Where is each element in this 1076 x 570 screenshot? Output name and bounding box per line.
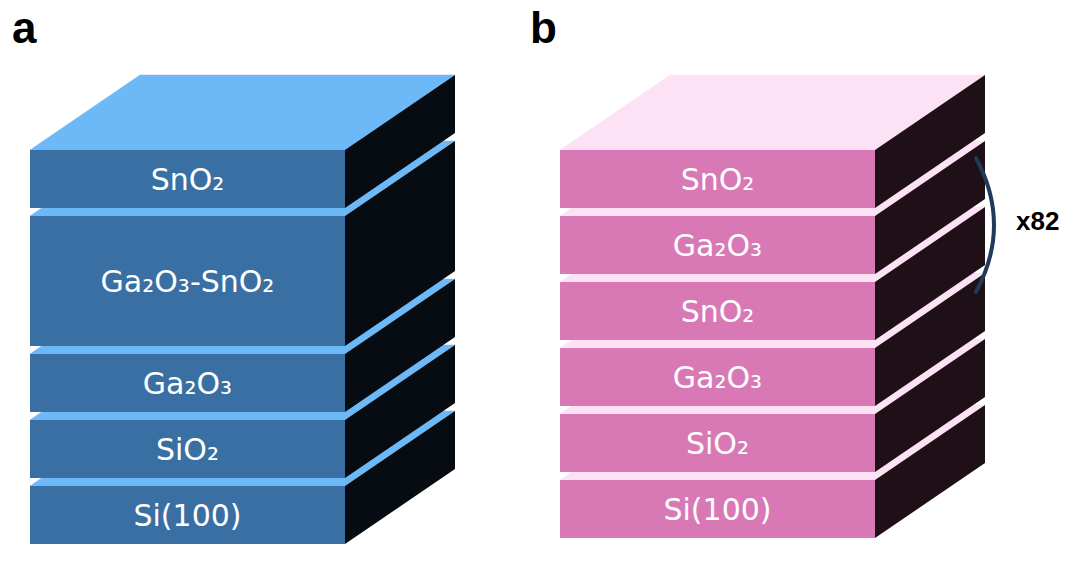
layer-name: Ga₂O₃ — [673, 229, 762, 262]
layer-box: Ga₂O₃-SnO₂ — [30, 216, 345, 346]
slab-front — [30, 420, 345, 478]
repeat-count: x82 — [1016, 208, 1059, 234]
slab-front — [560, 414, 875, 472]
layer-name: SiO₂ — [156, 433, 219, 466]
layer-name: SnO₂ — [151, 163, 225, 196]
slab-front — [560, 348, 875, 406]
slab-front — [560, 150, 875, 208]
panel-letter: b — [530, 6, 557, 50]
layer-box: Ga₂O₃ — [30, 354, 345, 412]
layer-name: SnO₂ — [681, 295, 755, 328]
layer-slab — [30, 75, 455, 208]
layer-slab — [560, 75, 985, 208]
slab-side — [875, 75, 985, 208]
slab-front — [560, 216, 875, 274]
layer-name: Ga₂O₃ — [143, 367, 232, 400]
slab-front — [30, 216, 345, 346]
layer-box: SiO₂ — [560, 414, 875, 472]
layer-box: Ga₂O₃ — [560, 216, 875, 274]
bracket-arc — [976, 158, 994, 292]
slab-side — [345, 75, 455, 208]
layer-box: Ga₂O₃ — [560, 348, 875, 406]
layer-name: Ga₂O₃-SnO₂ — [101, 265, 275, 298]
slab-front — [30, 486, 345, 544]
layer-box: SnO₂ — [560, 282, 875, 340]
layer-name: Si(100) — [133, 499, 241, 532]
layer-box: Si(100) — [30, 486, 345, 544]
layer-box: SnO₂ — [30, 150, 345, 208]
layer-name: SiO₂ — [686, 427, 749, 460]
slab-front — [560, 282, 875, 340]
layer-name: Ga₂O₃ — [673, 361, 762, 394]
layer-box: SiO₂ — [30, 420, 345, 478]
slab-front — [30, 354, 345, 412]
slab-front — [30, 150, 345, 208]
panel-letter: a — [12, 6, 36, 50]
slab-front — [560, 480, 875, 538]
layer-name: Si(100) — [663, 493, 771, 526]
layer-box: SnO₂ — [560, 150, 875, 208]
layer-box: Si(100) — [560, 480, 875, 538]
layer-name: SnO₂ — [681, 163, 755, 196]
